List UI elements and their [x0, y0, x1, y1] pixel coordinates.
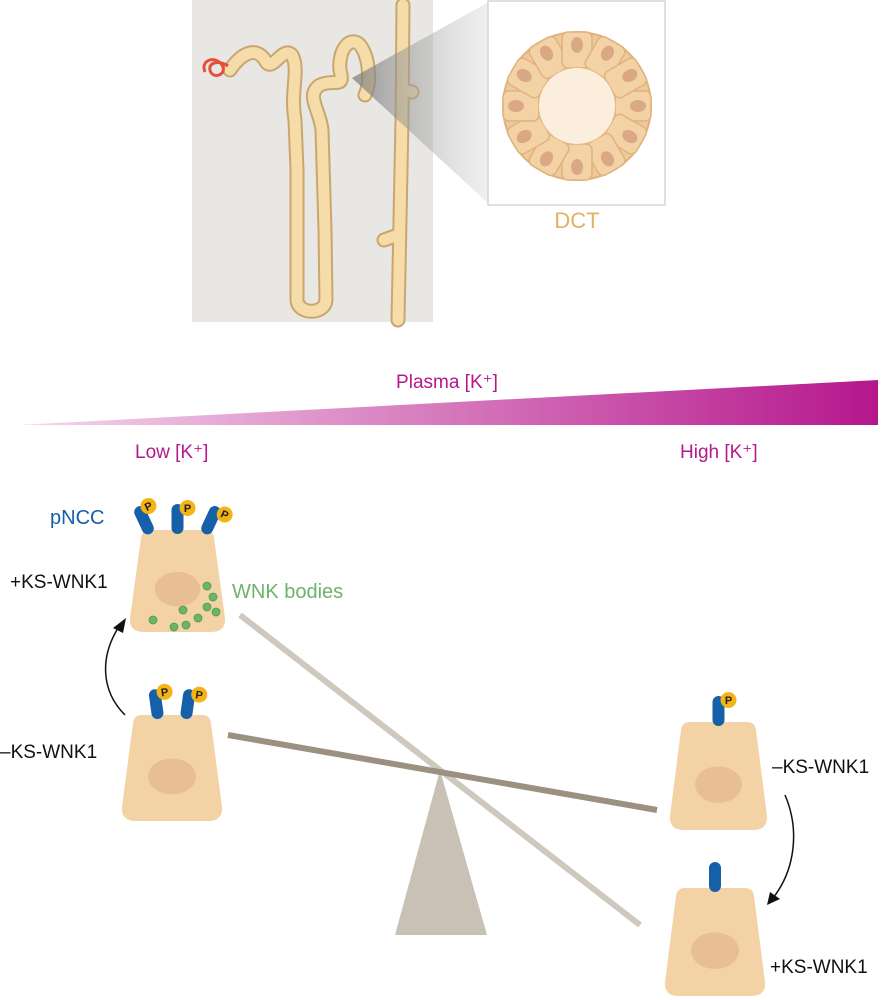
svg-text:P: P	[218, 508, 230, 522]
svg-text:P: P	[160, 686, 169, 699]
ncc-transporter: P	[148, 683, 173, 720]
svg-text:P: P	[725, 695, 732, 707]
svg-text:P: P	[184, 503, 191, 515]
dct-cell: P	[669, 692, 768, 830]
ncc-transporter: P	[134, 498, 157, 535]
gradient-wedge	[18, 380, 878, 425]
dct-label: DCT	[554, 208, 599, 233]
ncc-transporter: P	[180, 686, 208, 720]
left-bottom-cell-label: –KS-WNK1	[0, 742, 97, 763]
phospho-icon: P	[156, 683, 173, 700]
right-top-cell-label: –KS-WNK1	[772, 757, 869, 778]
dct-cross-section: DCT	[487, 0, 666, 233]
ncc-transporter: P	[712, 692, 737, 726]
wnk-body	[193, 613, 203, 623]
epithelial-cell	[502, 90, 540, 122]
left-top-cell-label: +KS-WNK1	[10, 572, 108, 593]
phospho-icon: P	[140, 498, 157, 515]
fulcrum	[395, 770, 487, 935]
potassium-gradient: Plasma [K⁺] Low [K⁺] High [K⁺]	[18, 372, 878, 463]
arrow-up-icon	[104, 624, 126, 716]
arrow-down-icon	[772, 794, 795, 899]
right-bottom-cell-label: +KS-WNK1	[770, 957, 868, 978]
epithelial-cell	[561, 143, 593, 181]
ncc-transporter: P	[171, 500, 196, 534]
ncc-transporter: P	[201, 506, 233, 535]
svg-text:P: P	[143, 500, 155, 514]
beam-dark	[227, 732, 658, 813]
nephron-panel	[192, 0, 489, 328]
low-k-label: Low [K⁺]	[135, 442, 208, 463]
phospho-icon: P	[216, 506, 233, 523]
epithelial-cell	[528, 35, 570, 80]
phospho-icon: P	[720, 692, 737, 708]
ncc-transporter	[709, 862, 721, 892]
wnk-body	[178, 605, 188, 615]
wnk-body	[148, 615, 158, 625]
wnk-body	[169, 622, 179, 632]
nucleus	[695, 766, 742, 803]
wnk-body	[202, 581, 212, 591]
epithelial-cell	[603, 57, 648, 99]
nucleus	[148, 758, 196, 795]
seesaw	[227, 612, 658, 935]
nucleus	[691, 932, 739, 969]
wnk-body	[202, 602, 212, 612]
dct-cell	[664, 862, 766, 996]
wnk-body	[181, 620, 191, 630]
zoom-cone	[352, 2, 489, 204]
epithelial-cell	[614, 90, 652, 122]
nucleus	[154, 571, 201, 607]
glomerulus-icon	[202, 58, 229, 77]
pncc-label: pNCC	[50, 507, 104, 529]
wnk-body	[208, 592, 218, 602]
wnk-body	[211, 607, 221, 617]
gradient-title: Plasma [K⁺]	[396, 372, 498, 393]
svg-text:P: P	[195, 689, 204, 702]
high-k-label: High [K⁺]	[680, 442, 758, 463]
phospho-icon: P	[191, 686, 208, 703]
wnk-bodies-label: WNK bodies	[232, 581, 343, 603]
phospho-icon: P	[179, 500, 196, 516]
